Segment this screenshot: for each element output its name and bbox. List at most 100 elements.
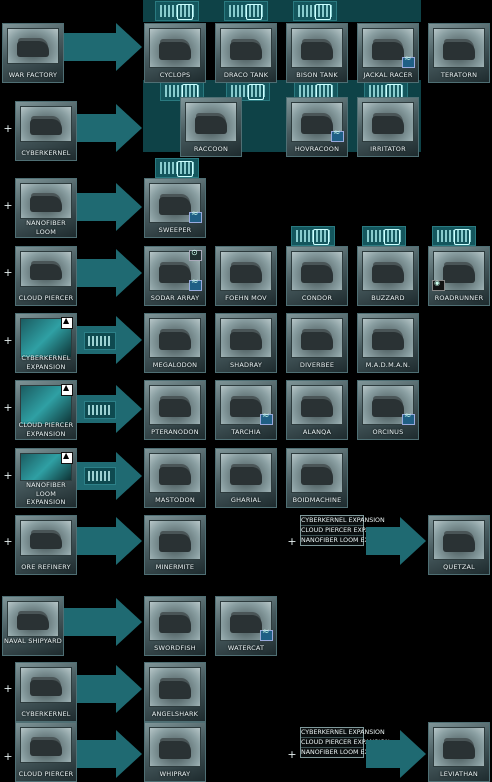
requirement-icon xyxy=(84,332,116,350)
structure-cloud-piercer[interactable]: CLOUD PIERCER xyxy=(15,722,77,782)
arrow-head xyxy=(116,316,142,364)
plus-icon: + xyxy=(3,750,13,763)
arrow xyxy=(366,527,400,555)
unit-tile[interactable]: PTERANODON xyxy=(144,380,206,440)
unit-tile[interactable]: WATERCAT xyxy=(215,596,277,656)
arrow-head xyxy=(116,665,142,713)
requirement-icon xyxy=(293,1,337,21)
structure-cyberkernel[interactable]: CYBERKERNEL xyxy=(15,662,77,722)
requirement-item: NANOFIBER LOOM EXPANSION xyxy=(301,749,397,756)
unit-tile[interactable]: MINERMITE xyxy=(144,515,206,575)
plus-icon: + xyxy=(3,401,13,414)
unit-tile[interactable]: RACCOON xyxy=(180,97,242,157)
requirement-item: CLOUD PIERCER EXPANSION xyxy=(301,527,390,536)
arrow xyxy=(77,527,116,555)
arrow-head xyxy=(116,730,142,778)
arrow xyxy=(64,608,116,636)
structure-cyberkernel-expansion[interactable]: CYBERKERNEL EXPANSION xyxy=(15,313,77,373)
plus-icon: + xyxy=(287,748,297,761)
requirement-list: CYBERKERNEL EXPANSION CLOUD PIERCER EXPA… xyxy=(300,515,397,546)
unit-tile[interactable]: ALANQA xyxy=(286,380,348,440)
unit-tile[interactable]: JACKAL RACER xyxy=(357,23,419,83)
structure-naval-shipyard[interactable]: NAVAL SHIPYARD xyxy=(2,596,64,656)
amphibious-icon xyxy=(402,54,415,68)
unit-tile[interactable]: BOIDMACHINE xyxy=(286,448,348,508)
plus-icon: + xyxy=(3,469,13,482)
unit-tile[interactable]: MEGALODON xyxy=(144,313,206,373)
plus-icon: + xyxy=(3,682,13,695)
requirement-item: NANOFIBER LOOM EXPANSION xyxy=(301,537,397,544)
unit-tile[interactable]: SWORDFISH xyxy=(144,596,206,656)
unit-tile[interactable]: FOEHN MOV xyxy=(215,246,277,306)
requirement-icon xyxy=(224,1,268,21)
unit-tile[interactable]: BISON TANK xyxy=(286,23,348,83)
unit-tile[interactable]: DRACO TANK xyxy=(215,23,277,83)
detector-icon xyxy=(189,248,202,261)
arrow-head xyxy=(116,517,142,565)
arrow xyxy=(77,193,116,221)
requirement-icon xyxy=(294,81,338,101)
arrow-head xyxy=(116,452,142,500)
arrow-head xyxy=(116,598,142,646)
unit-tile[interactable]: ORCINUS xyxy=(357,380,419,440)
arrow-head xyxy=(400,730,426,778)
arrow-head xyxy=(116,249,142,297)
structure-cloud-piercer[interactable]: CLOUD PIERCER xyxy=(15,246,77,306)
arrow xyxy=(77,114,116,142)
eye-icon xyxy=(432,279,445,291)
unit-tile[interactable]: ROADRUNNER xyxy=(428,246,490,306)
arrow-head xyxy=(116,183,142,231)
arrow-head xyxy=(116,23,142,71)
requirement-icon xyxy=(155,158,199,178)
structure-war-factory[interactable]: WAR FACTORY xyxy=(2,23,64,83)
unit-tile-special[interactable]: QUETZAL xyxy=(428,515,490,575)
unit-tile[interactable]: BUZZARD xyxy=(357,246,419,306)
unit-tile[interactable]: HOVRACOON xyxy=(286,97,348,157)
unit-tile[interactable]: CONDOR xyxy=(286,246,348,306)
plus-icon: + xyxy=(3,334,13,347)
unit-tile[interactable]: TARCHIA xyxy=(215,380,277,440)
requirement-item: CYBERKERNEL EXPANSION xyxy=(301,729,385,738)
arrow xyxy=(366,740,400,768)
amphibious-icon xyxy=(260,627,273,641)
unit-tile[interactable]: M.A.D.M.A.N. xyxy=(357,313,419,373)
unit-tile[interactable]: IRRITATOR xyxy=(357,97,419,157)
requirement-panel-row1 xyxy=(143,0,421,22)
requirement-item: CLOUD PIERCER EXPANSION xyxy=(301,739,390,748)
upgrade-icon xyxy=(61,383,73,396)
upgrade-icon xyxy=(61,451,73,464)
plus-icon: + xyxy=(3,535,13,548)
requirement-icon xyxy=(362,226,406,246)
arrow xyxy=(77,259,116,287)
unit-tile-special[interactable]: LEVIATHAN xyxy=(428,722,490,782)
requirement-item: CYBERKERNEL EXPANSION xyxy=(301,517,385,526)
requirement-icon xyxy=(84,467,116,485)
unit-tile[interactable]: SHADRAY xyxy=(215,313,277,373)
unit-tile[interactable]: WHIPRAY xyxy=(144,722,206,782)
unit-tile[interactable]: TERATORN xyxy=(428,23,490,83)
unit-tile[interactable]: GHARIAL xyxy=(215,448,277,508)
unit-tile[interactable]: MASTODON xyxy=(144,448,206,508)
arrow xyxy=(77,675,116,703)
structure-cloud-piercer-expansion[interactable]: CLOUD PIERCER EXPANSION xyxy=(15,380,77,440)
requirement-icon xyxy=(155,1,199,21)
structure-nanofiber-loom-expansion[interactable]: NANOFIBER LOOM EXPANSION xyxy=(15,448,77,508)
unit-tile[interactable]: CYCLOPS xyxy=(144,23,206,83)
upgrade-icon xyxy=(61,316,73,329)
unit-tile[interactable]: ANGELSHARK xyxy=(144,662,206,722)
plus-icon: + xyxy=(3,266,13,279)
plus-icon: + xyxy=(287,535,297,548)
requirement-icon xyxy=(291,226,335,246)
plus-icon: + xyxy=(3,122,13,135)
unit-tile[interactable]: SODAR ARRAY xyxy=(144,246,206,306)
amphibious-icon xyxy=(402,411,415,425)
unit-tile[interactable]: SWEEPER xyxy=(144,178,206,238)
amphibious-icon xyxy=(260,411,273,425)
structure-cyberkernel[interactable]: CYBERKERNEL xyxy=(15,101,77,161)
structure-ore-refinery[interactable]: ORE REFINERY xyxy=(15,515,77,575)
arrow xyxy=(77,740,116,768)
unit-tile[interactable]: DIVERBEE xyxy=(286,313,348,373)
requirement-icon xyxy=(84,401,116,419)
structure-nanofiber-loom[interactable]: NANOFIBER LOOM xyxy=(15,178,77,238)
arrow-head xyxy=(116,385,142,433)
